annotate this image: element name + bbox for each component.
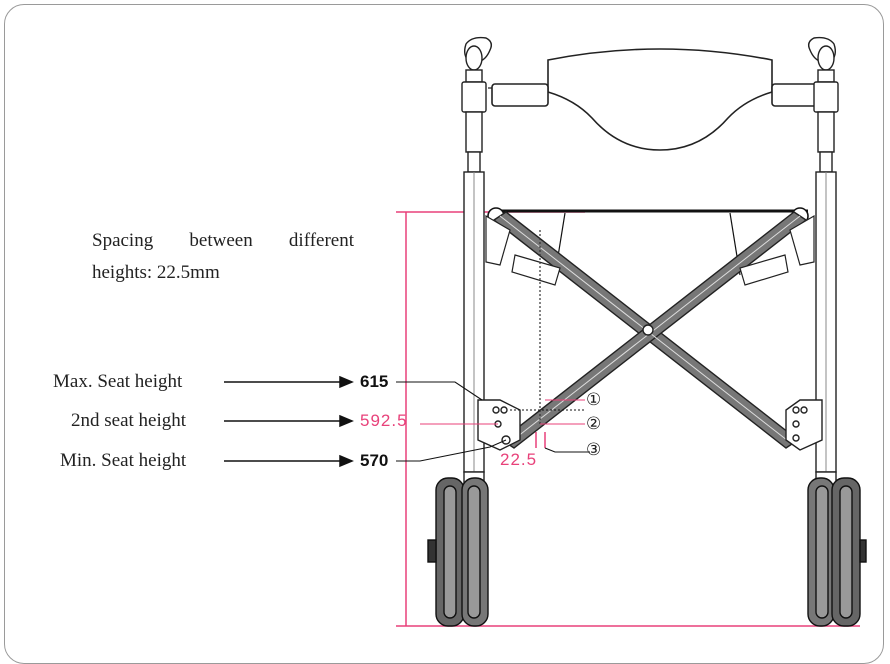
- spacing-note-line1: Spacing between different: [92, 230, 354, 251]
- max-seat-height-label: Max. Seat height: [53, 371, 183, 392]
- leader-lines: [396, 381, 590, 462]
- second-seat-height-value: 592.5: [360, 411, 408, 430]
- lower-legs: [463, 471, 837, 553]
- label-arrows: [224, 375, 354, 468]
- min-seat-height-value: 570: [360, 451, 389, 470]
- height-bracket-left: [477, 399, 521, 451]
- side-frame-tubes: [463, 171, 837, 473]
- rollator-drawing: [224, 36, 867, 627]
- spacing-value: 22.5: [500, 450, 538, 469]
- left-handle: [461, 36, 493, 173]
- fold-mechanism: [485, 214, 815, 425]
- marker-one: ①: [586, 390, 602, 410]
- marker-two: ②: [586, 414, 602, 434]
- spacing-note-line2: heights: 22.5mm: [92, 262, 220, 283]
- cross-brace: [492, 211, 808, 449]
- leader-lines-accent: [420, 399, 585, 425]
- height-bracket-right: [785, 399, 823, 451]
- left-wheel: [427, 477, 489, 627]
- right-wheel: [807, 477, 867, 627]
- max-seat-height-value: 615: [360, 372, 389, 391]
- right-handle: [807, 36, 839, 173]
- min-seat-height-label: Min. Seat height: [60, 450, 187, 471]
- marker-three: ③: [586, 440, 602, 460]
- second-seat-height-label: 2nd seat height: [71, 410, 187, 431]
- backrest: [488, 48, 832, 151]
